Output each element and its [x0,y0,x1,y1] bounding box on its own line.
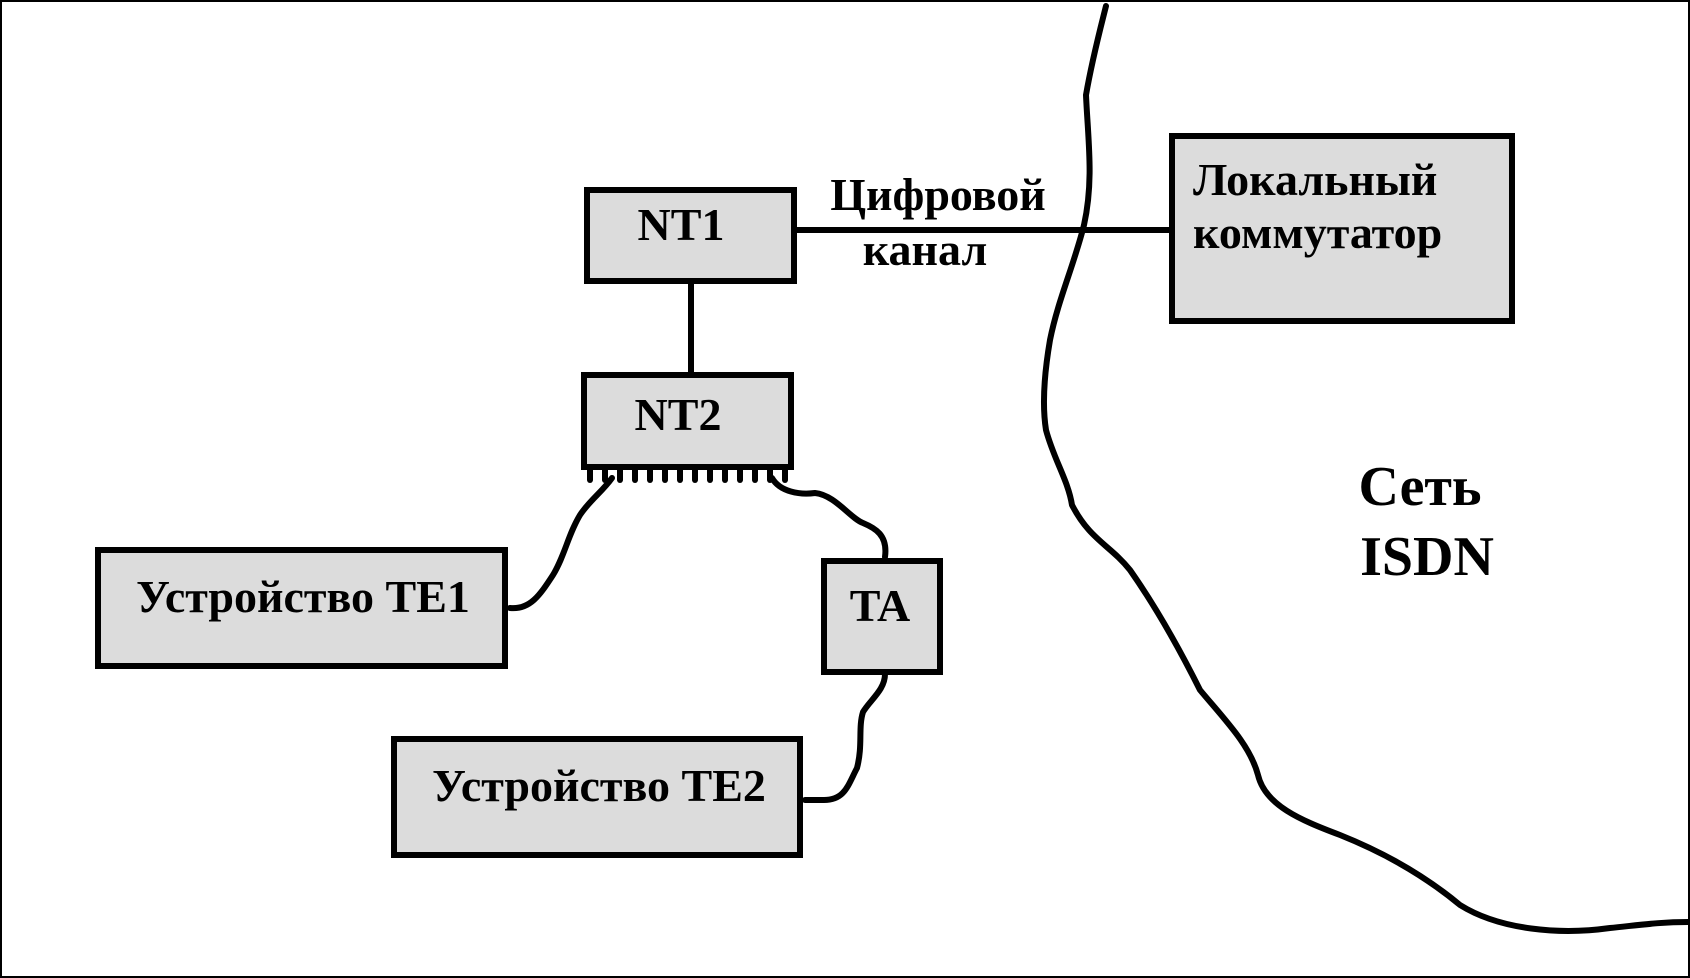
network-label-line1: Сеть [1358,456,1481,518]
te2-label: Устройство TE2 [432,760,766,811]
ta-te2-cable [802,671,888,803]
switch-label-line1: Локальный [1193,154,1437,205]
channel-label-line1: Цифровой [830,169,1046,220]
network-label-line2: ISDN [1360,526,1494,588]
nt1-label: NT1 [638,199,725,250]
nt2-ta-cable [769,475,889,560]
local-switch-box [1169,133,1515,324]
te1-label: Устройство TE1 [136,571,470,622]
ta-label: TA [850,580,911,631]
te1-box [95,547,508,669]
channel-label-line2: канал [863,224,988,275]
network-boundary-line [1040,3,1690,934]
switch-label-line2: коммутатор [1193,207,1442,258]
nt2-te1-cable [507,475,615,612]
nt2-box [581,372,794,470]
te2-box [391,736,803,858]
nt2-label: NT2 [635,389,722,440]
ta-box [821,558,943,675]
nt1-box [584,187,797,284]
